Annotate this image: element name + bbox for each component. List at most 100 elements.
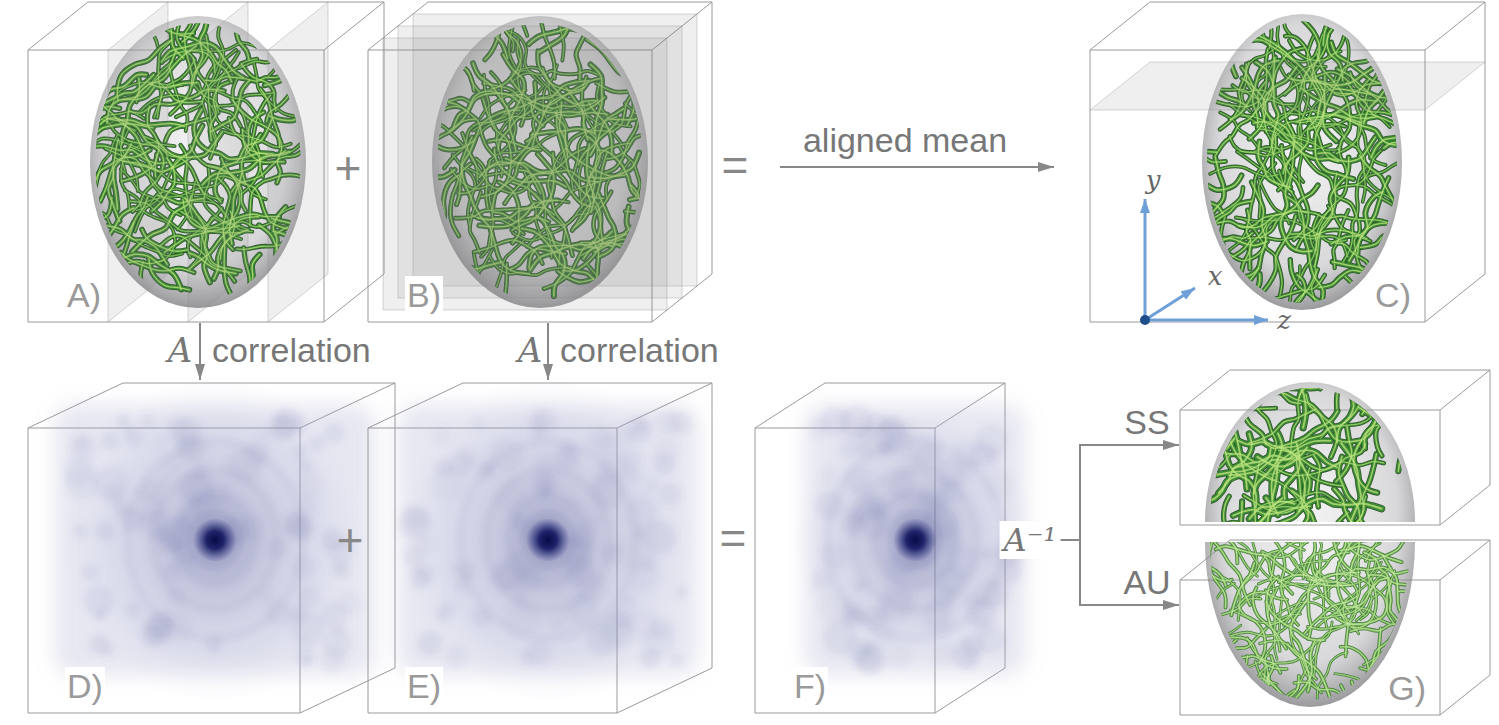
vessel	[1333, 210, 1348, 268]
correlation-ring	[460, 441, 636, 638]
vessel	[1250, 381, 1277, 464]
slice-planes	[108, 2, 328, 322]
cube-edge	[368, 50, 369, 322]
cube-edge	[755, 428, 756, 713]
correlation-ring	[486, 471, 610, 610]
vessel	[1180, 475, 1239, 522]
vessel	[1211, 407, 1255, 462]
vessel	[1333, 260, 1408, 275]
vessel-network	[389, 0, 705, 374]
axis-triad	[1140, 199, 1268, 325]
panel-illustration	[28, 2, 384, 322]
vessel	[1202, 395, 1276, 410]
vessel	[1345, 277, 1412, 328]
vessel	[1323, 0, 1337, 45]
slice-plane	[268, 2, 328, 322]
vessel	[1360, 156, 1414, 225]
vessel	[1236, 210, 1251, 306]
cube-edge	[1180, 410, 1181, 525]
vessel	[1349, 192, 1383, 261]
vessel	[1228, 498, 1282, 522]
correlation-peak	[526, 518, 570, 562]
correlation-ring	[526, 515, 570, 564]
cube-edge	[123, 383, 395, 384]
vessel	[1241, 501, 1246, 522]
panel-letter: B)	[405, 276, 443, 314]
cube-edge	[28, 322, 324, 323]
cube-edge	[755, 713, 935, 714]
figure-panel: E)	[368, 383, 712, 713]
vessel	[1250, 381, 1277, 464]
vessel	[1250, 274, 1281, 349]
cube-edge	[1490, 540, 1491, 675]
vessel	[1168, 152, 1216, 174]
vessel	[1207, 157, 1224, 218]
correlation-ring	[127, 441, 303, 638]
cube-edge	[1090, 322, 1425, 323]
flow-arrow	[547, 323, 549, 380]
vessel	[1331, 220, 1425, 244]
vessel	[1360, 220, 1411, 247]
cube-edge	[1180, 525, 1440, 526]
figure-panel: B)	[368, 2, 712, 322]
vessel-network	[1161, 0, 1456, 357]
vessel	[1314, 173, 1336, 267]
vessel	[1257, 448, 1307, 467]
vessel	[1250, 370, 1280, 410]
vessel	[1238, 185, 1318, 228]
vessel	[1181, 386, 1266, 445]
cube-edge	[1090, 2, 1150, 50]
correlation-rings	[127, 441, 303, 638]
cube-edge	[1090, 50, 1091, 322]
panel-illustration	[755, 383, 1005, 713]
vessel	[26, 198, 112, 231]
correlation-ring	[875, 495, 955, 585]
vessel	[1250, 370, 1280, 410]
vessel	[1202, 395, 1276, 410]
axis-arrow	[1144, 199, 1147, 320]
correlation-ring	[893, 515, 937, 564]
vessel	[1346, 119, 1437, 149]
vessel	[1360, 220, 1411, 247]
vessel	[1359, 408, 1408, 431]
cube-edge	[1440, 370, 1490, 410]
lower-half	[1180, 542, 1459, 725]
vessel	[169, 67, 187, 131]
slice-plane	[108, 2, 168, 322]
cube-edge	[368, 428, 369, 713]
cube-edge	[28, 2, 88, 50]
panel-illustration	[368, 383, 712, 713]
vessel	[1320, 370, 1351, 389]
vessel	[1398, 374, 1415, 471]
vessel	[1269, 370, 1300, 403]
correlation-ring	[153, 471, 277, 610]
vessel	[1170, 240, 1250, 296]
vessel	[1248, 236, 1348, 257]
cube-edge	[28, 713, 300, 714]
vessel	[1291, 370, 1354, 388]
vessel	[1278, 140, 1295, 191]
correlation-ring	[827, 441, 1003, 638]
vessel	[1222, 224, 1257, 257]
vessel	[1364, 388, 1378, 449]
upper-half	[1180, 370, 1464, 522]
cube-edge	[324, 274, 384, 322]
figure-panel: C)	[1090, 2, 1485, 322]
vessel	[1241, 466, 1308, 516]
vessel	[1187, 128, 1223, 214]
panel-illustration	[368, 2, 712, 322]
vessel	[1188, 175, 1242, 190]
vessel	[1320, 370, 1351, 389]
vessel	[1196, 201, 1252, 249]
vessel	[1249, 126, 1287, 221]
vessel	[1320, 370, 1351, 389]
vessel	[1269, 370, 1300, 403]
vessel	[1181, 386, 1266, 445]
slice-planes	[1090, 62, 1485, 110]
cube-edge	[368, 713, 617, 714]
vessel	[1358, 102, 1368, 201]
vessel	[1328, 206, 1370, 241]
panel-letter-box: B)	[405, 278, 443, 312]
vessel	[1188, 175, 1242, 190]
vessel	[1358, 178, 1389, 254]
